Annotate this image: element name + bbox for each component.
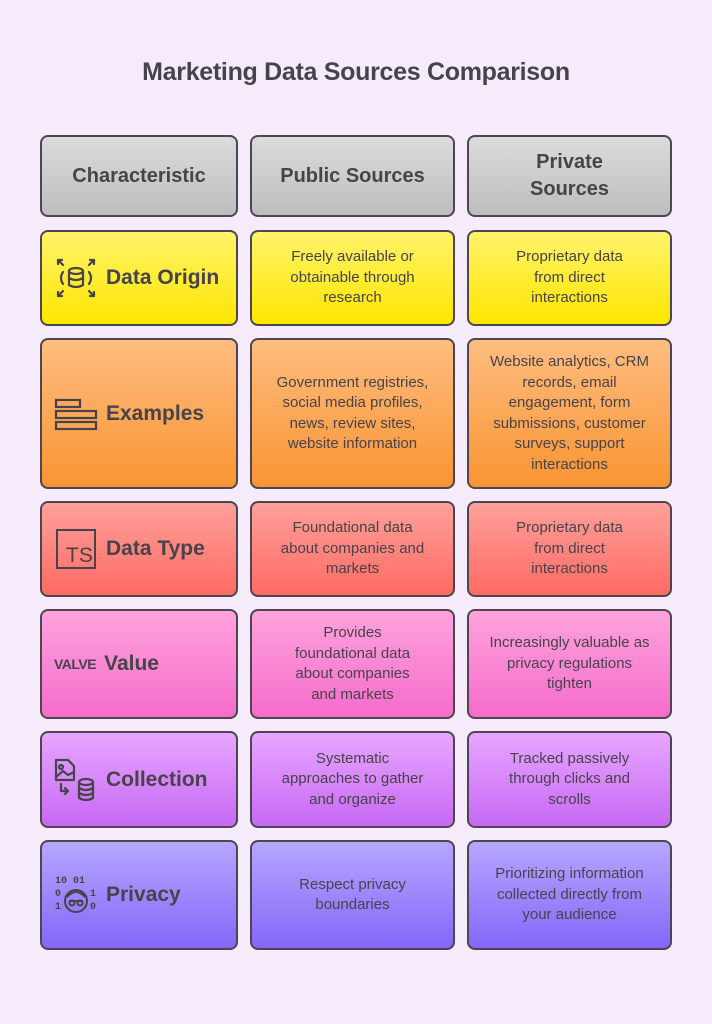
row-collection-private: Tracked passively through clicks and scr… <box>467 731 672 828</box>
cell-text: Freely available or obtainable through r… <box>290 248 415 307</box>
row-examples-public: Government registries, social media prof… <box>250 338 455 489</box>
svg-text:10 01: 10 01 <box>55 876 85 887</box>
cell-text: Tracked passively through clicks and scr… <box>509 749 630 808</box>
row-data-type-private: Proprietary data from direct interaction… <box>467 501 672 597</box>
row-label-text: Value <box>104 652 159 675</box>
row-data-origin-private: Proprietary data from direct interaction… <box>467 230 672 326</box>
row-collection-label: Collection <box>40 731 238 828</box>
svg-text:1: 1 <box>90 889 96 900</box>
cell-text: Respect privacy boundaries <box>299 875 406 914</box>
binary-anonymous-icon: 10 01 0 1 1 0 <box>54 873 98 917</box>
list-bars-icon <box>54 392 98 436</box>
row-label-text: Privacy <box>106 883 181 906</box>
row-examples-label: Examples <box>40 338 238 489</box>
row-value-public: Provides foundational data about compani… <box>250 609 455 719</box>
header-public-label: Public Sources <box>280 164 425 187</box>
svg-text:1: 1 <box>55 902 61 913</box>
row-privacy-label: 10 01 0 1 1 0 Privacy <box>40 840 238 950</box>
svg-text:TS: TS <box>66 544 93 567</box>
database-expand-icon <box>54 256 98 300</box>
row-data-type-public: Foundational data about companies and ma… <box>250 501 455 597</box>
page-title: Marketing Data Sources Comparison <box>142 58 570 86</box>
row-value-private: Increasingly valuable as privacy regulat… <box>467 609 672 719</box>
row-value-label: VALVE Value <box>40 609 238 719</box>
row-data-origin-label: Data Origin <box>40 230 238 326</box>
header-private-label: Private Sources <box>530 151 609 200</box>
row-collection-public: Systematic approaches to gather and orga… <box>250 731 455 828</box>
cell-text: Foundational data about companies and ma… <box>280 519 425 578</box>
valve-text-icon: VALVE <box>54 656 97 672</box>
row-privacy-private: Prioritizing information collected direc… <box>467 840 672 950</box>
header-characteristic: Characteristic <box>40 135 238 217</box>
cell-text: Government registries, social media prof… <box>276 373 429 453</box>
cell-text: Proprietary data from direct interaction… <box>516 248 623 307</box>
row-label-text: Examples <box>106 401 205 425</box>
header-public-sources: Public Sources <box>250 135 455 217</box>
ts-box-icon: TS <box>54 527 98 571</box>
cell-text: Website analytics, CRM records, email en… <box>490 353 649 473</box>
row-label-text: Data Origin <box>106 266 220 289</box>
image-to-database-icon <box>54 758 98 802</box>
header-characteristic-label: Characteristic <box>72 164 206 187</box>
row-data-type-label: TS Data Type <box>40 501 238 597</box>
cell-text: Provides foundational data about compani… <box>294 624 411 703</box>
cell-text: Prioritizing information collected direc… <box>495 865 644 924</box>
cell-text: Systematic approaches to gather and orga… <box>281 749 424 808</box>
cell-text: Increasingly valuable as privacy regulat… <box>489 634 650 693</box>
header-private-sources: Private Sources <box>467 135 672 217</box>
svg-text:0: 0 <box>90 902 96 913</box>
row-label-text: Collection <box>106 767 208 791</box>
row-privacy-public: Respect privacy boundaries <box>250 840 455 950</box>
row-label-text: Data Type <box>106 537 205 560</box>
svg-text:0: 0 <box>55 889 61 900</box>
row-examples-private: Website analytics, CRM records, email en… <box>467 338 672 489</box>
cell-text: Proprietary data from direct interaction… <box>516 519 623 578</box>
row-data-origin-public: Freely available or obtainable through r… <box>250 230 455 326</box>
